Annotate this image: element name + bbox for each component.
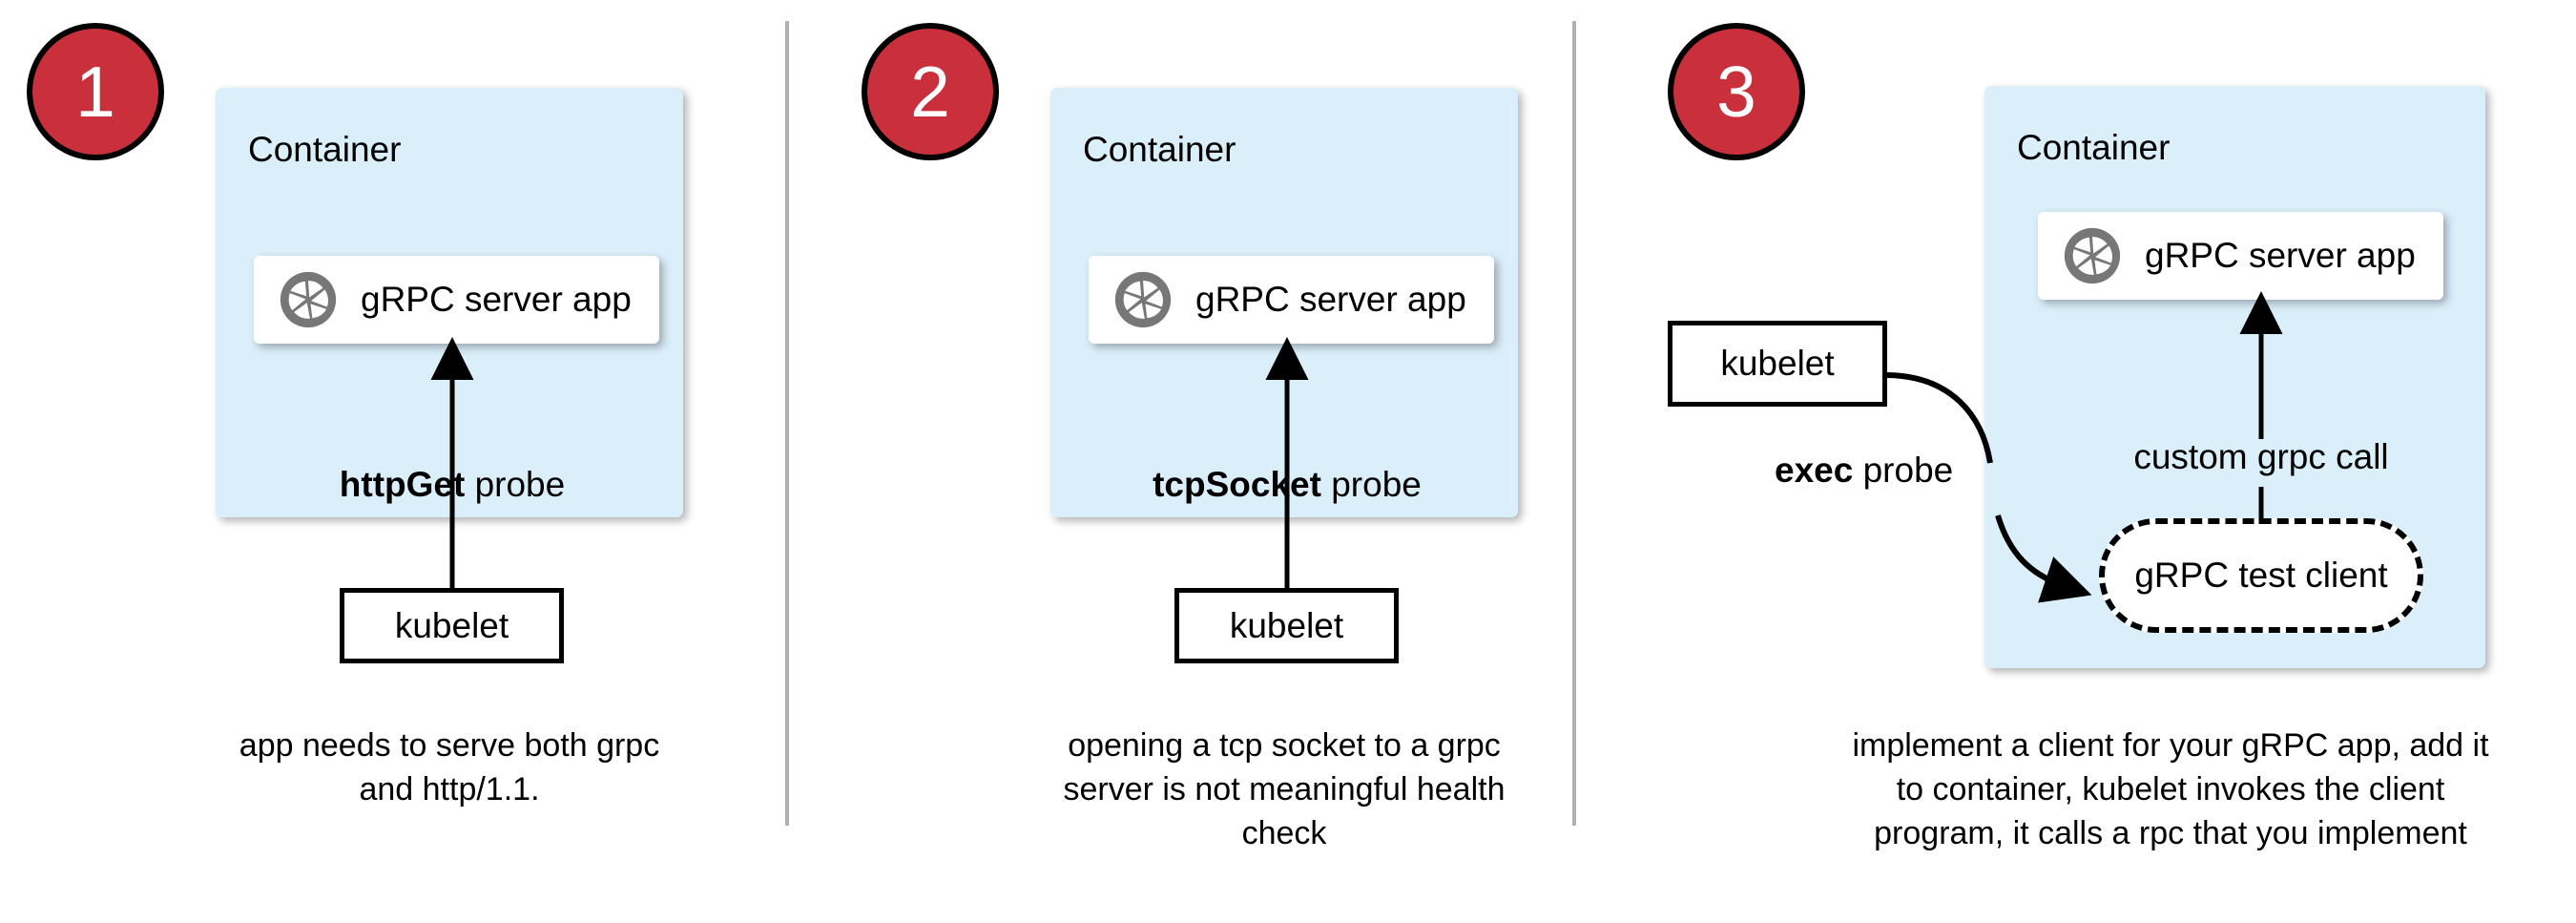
caption-line: to container, kubelet invokes the client bbox=[1896, 771, 2445, 808]
grpc-server-app-label-3: gRPC server app bbox=[2145, 236, 2416, 275]
probe-suffix-3: probe bbox=[1853, 451, 1954, 490]
container-label-1: Container bbox=[248, 130, 402, 169]
panel-caption-2: opening a tcp socket to a grpc server is… bbox=[1031, 724, 1537, 855]
grpc-test-client-3: gRPC test client bbox=[2099, 518, 2423, 633]
panel-caption-3: implement a client for your gRPC app, ad… bbox=[1841, 724, 2500, 855]
httpget-probe-label-1: httpGet probe bbox=[261, 466, 643, 504]
exec-probe-label-3: exec probe bbox=[1775, 451, 2156, 490]
kubelet-box-2: kubelet bbox=[1174, 588, 1399, 663]
panel-divider-1 bbox=[785, 21, 789, 826]
grpc-server-app-label-1: gRPC server app bbox=[361, 280, 632, 319]
grpc-aperture-icon bbox=[2063, 226, 2122, 285]
probe-suffix-2: probe bbox=[1320, 465, 1422, 504]
tcpsocket-probe-label-2: tcpSocket probe bbox=[1096, 466, 1478, 504]
container-label-2: Container bbox=[1083, 130, 1236, 169]
grpc-server-app-card-3: gRPC server app bbox=[2038, 212, 2443, 300]
grpc-server-app-card-2: gRPC server app bbox=[1089, 256, 1494, 344]
grpc-server-app-card-1: gRPC server app bbox=[254, 256, 659, 344]
container-label-3: Container bbox=[2017, 128, 2171, 167]
caption-line: app needs to serve both grpc bbox=[239, 727, 660, 764]
kubelet-box-1: kubelet bbox=[340, 588, 564, 663]
caption-line: program, it calls a rpc that you impleme… bbox=[1874, 815, 2467, 851]
step-badge-2: 2 bbox=[862, 23, 999, 160]
grpc-aperture-icon bbox=[279, 270, 338, 329]
caption-line: implement a client for your gRPC app, ad… bbox=[1852, 727, 2489, 764]
grpc-server-app-label-2: gRPC server app bbox=[1195, 280, 1466, 319]
panel-caption-1: app needs to serve both grpc and http/1.… bbox=[197, 724, 702, 811]
caption-line: check bbox=[1241, 815, 1327, 851]
probe-name-1: httpGet bbox=[339, 465, 466, 504]
custom-grpc-call-label-3: custom grpc call bbox=[2133, 437, 2389, 476]
step-badge-3: 3 bbox=[1668, 23, 1805, 160]
caption-line: opening a tcp socket to a grpc bbox=[1068, 727, 1501, 764]
grpc-aperture-icon bbox=[1113, 270, 1173, 329]
caption-line: and http/1.1. bbox=[359, 771, 540, 808]
step-badge-1: 1 bbox=[27, 23, 164, 160]
kubelet-box-3: kubelet bbox=[1668, 321, 1887, 407]
probe-name-2: tcpSocket bbox=[1153, 465, 1321, 504]
probe-name-3: exec bbox=[1775, 451, 1854, 490]
caption-line: server is not meaningful health bbox=[1063, 771, 1506, 808]
probe-suffix-1: probe bbox=[465, 465, 566, 504]
panel-divider-2 bbox=[1572, 21, 1576, 826]
